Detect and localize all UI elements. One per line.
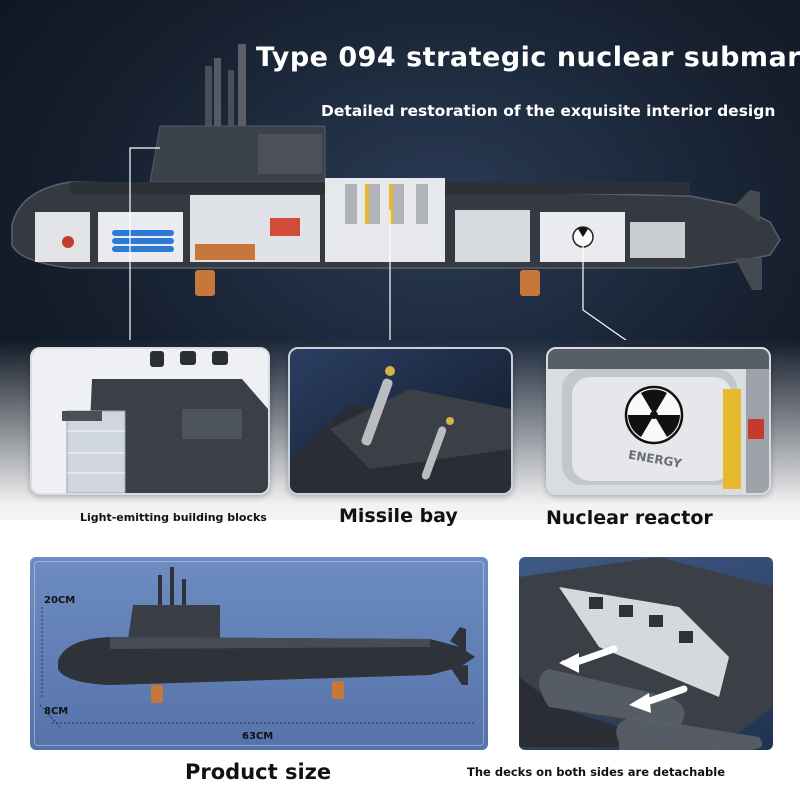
caption-light-blocks: Light-emitting building blocks xyxy=(80,511,267,524)
detachable-caption: The decks on both sides are detachable xyxy=(467,765,726,779)
width-label: 8CM xyxy=(44,706,69,717)
detachable-decks-panel xyxy=(519,557,773,750)
page-subtitle: Detailed restoration of the exquisite in… xyxy=(321,102,776,120)
missile-bay-icon xyxy=(290,349,511,493)
submarine-cutaway-image xyxy=(11,44,781,340)
product-size-panel: 20CM 8CM 63CM xyxy=(30,557,488,750)
detail-card-reactor: ENERGY xyxy=(546,347,771,495)
detachable-deck-image xyxy=(519,557,773,750)
light-block-tower-icon xyxy=(32,349,268,493)
page-title: Type 094 strategic nuclear submarine xyxy=(256,42,800,73)
height-label: 20CM xyxy=(44,595,76,606)
detail-card-missile-bay xyxy=(288,347,513,495)
submarine-side-view-image xyxy=(39,567,475,728)
detail-card-light-blocks xyxy=(30,347,270,495)
caption-reactor: Nuclear reactor xyxy=(546,507,713,529)
radiation-symbol-icon: ENERGY xyxy=(548,349,769,493)
length-label: 63CM xyxy=(242,731,274,742)
caption-missile-bay: Missile bay xyxy=(339,505,458,527)
product-size-caption: Product size xyxy=(185,760,332,784)
